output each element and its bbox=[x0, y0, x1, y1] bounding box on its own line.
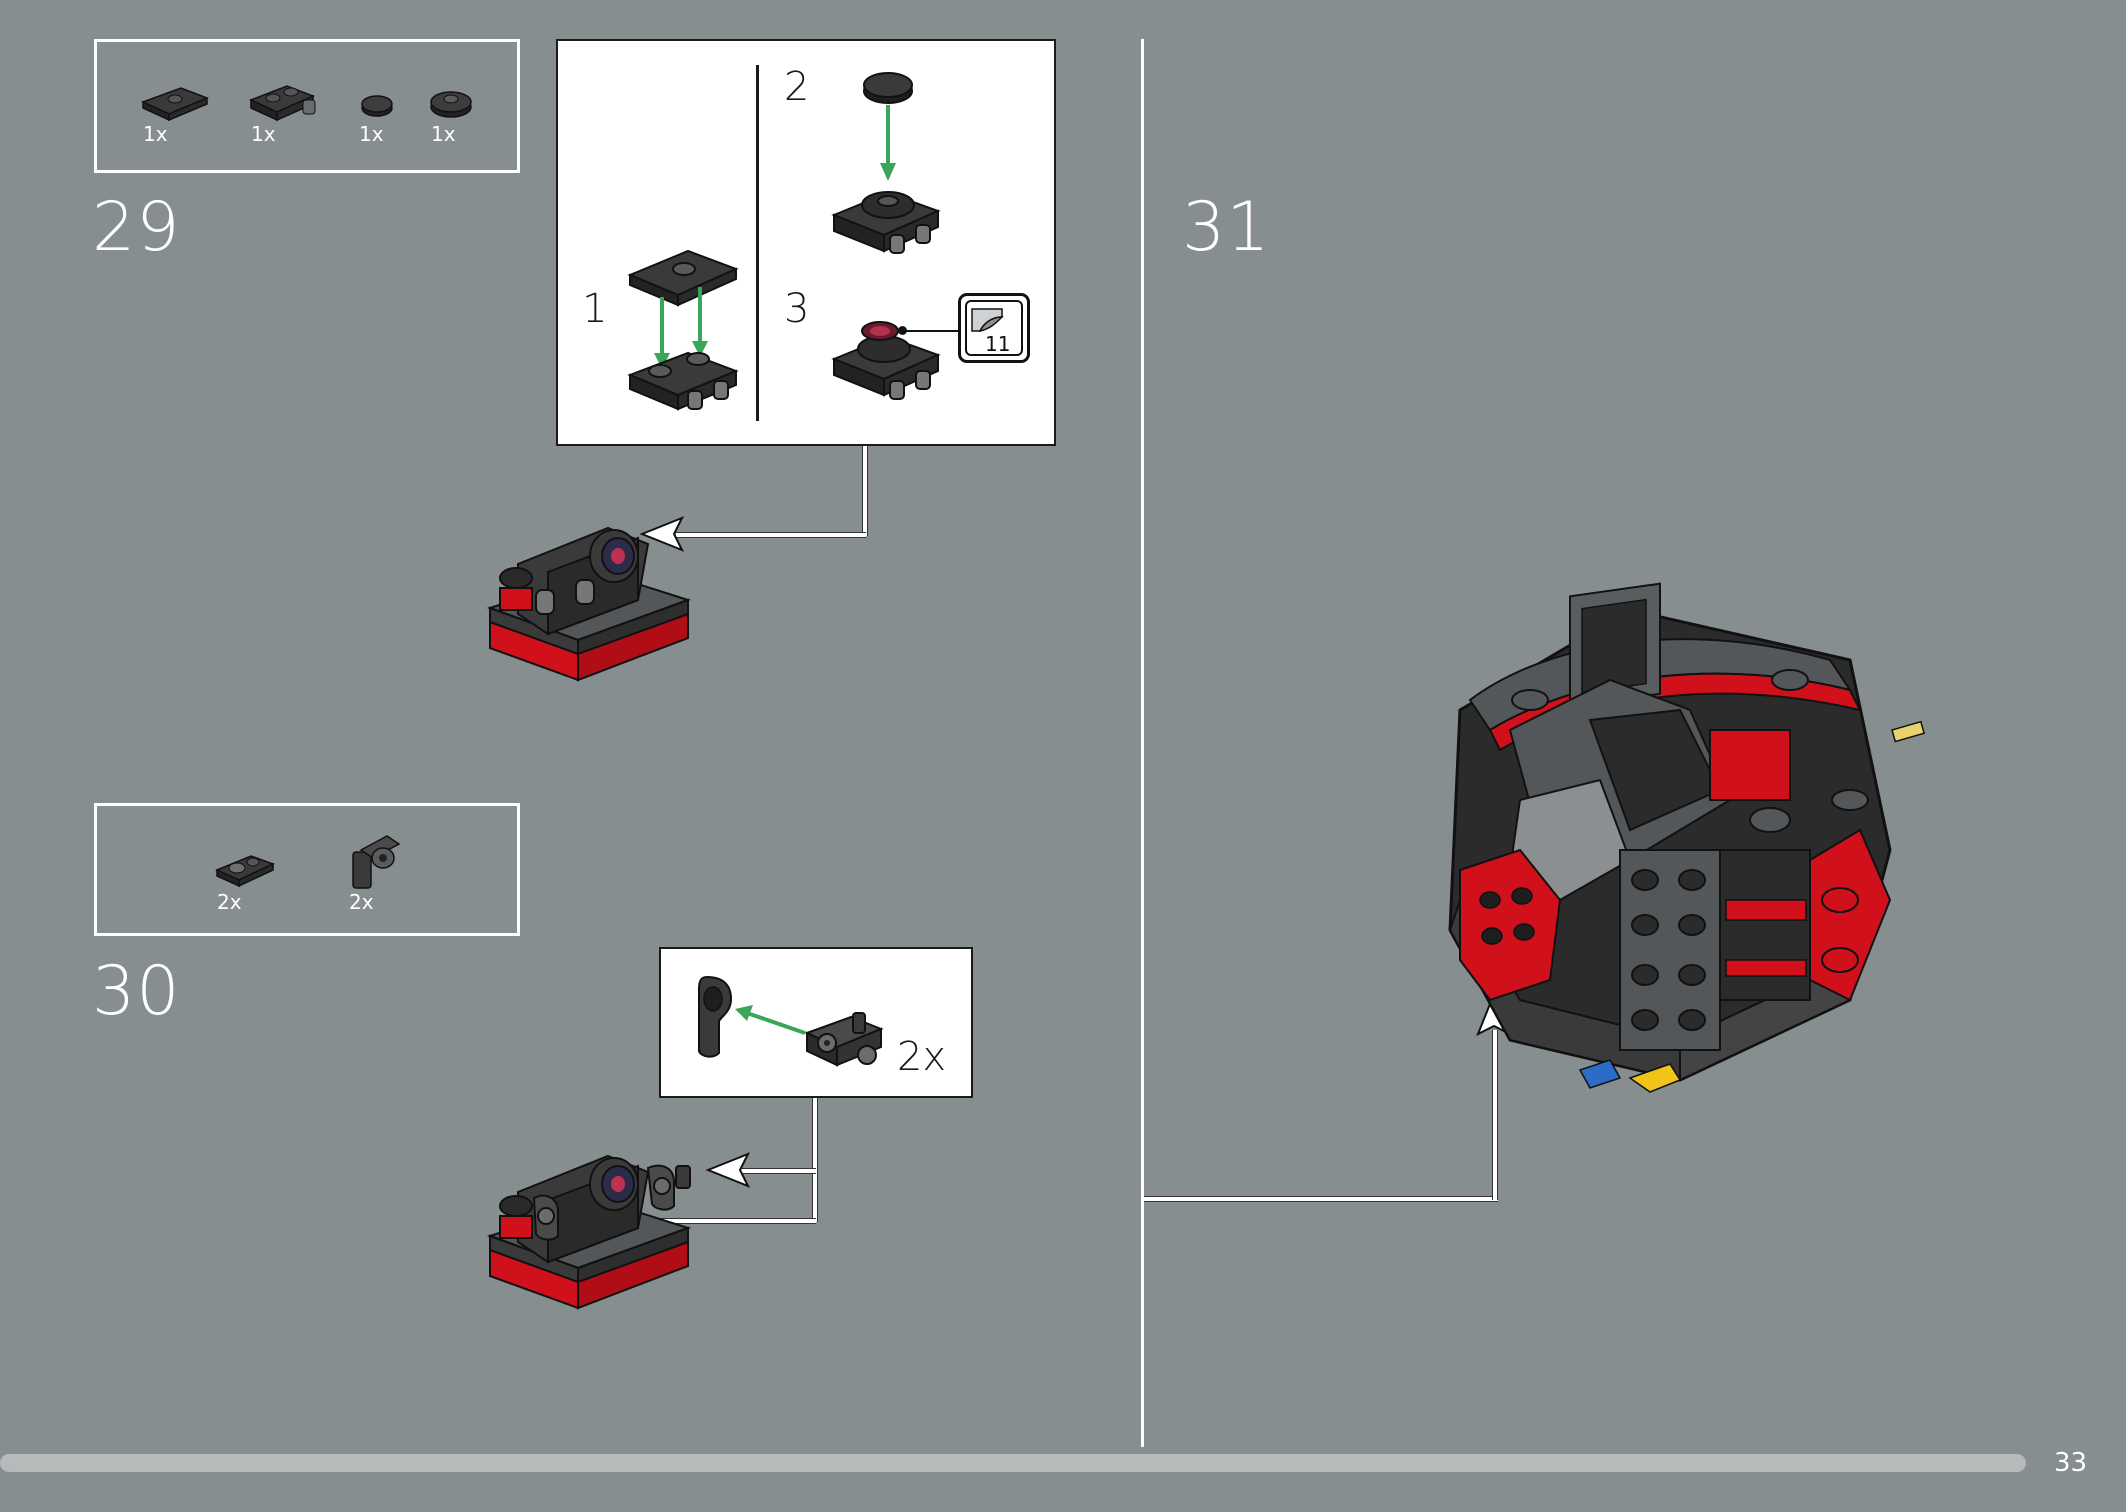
plate-1x2-icon bbox=[141, 87, 210, 122]
step-number: 30 bbox=[92, 952, 181, 1031]
round-plate-icon bbox=[430, 91, 472, 118]
part-qty: 2x bbox=[349, 890, 374, 914]
substep1-illustration bbox=[627, 249, 739, 411]
callout-connector bbox=[812, 1098, 818, 1222]
callout-connector bbox=[1492, 1030, 1498, 1200]
part-qty: 1x bbox=[143, 122, 168, 146]
callout-connector bbox=[740, 1168, 816, 1174]
substep-number: 2 bbox=[784, 64, 810, 110]
plate-with-clip-icon bbox=[215, 855, 275, 888]
step30-parts-callout: 2x 2x bbox=[94, 803, 520, 936]
part-qty: 1x bbox=[359, 122, 384, 146]
substep2-illustration bbox=[831, 72, 941, 254]
step29-subassembly-panel: 1 2 3 bbox=[556, 39, 1056, 446]
step30-model-illustration bbox=[486, 1154, 692, 1310]
round-tile-icon bbox=[361, 95, 393, 117]
plate-with-clips-icon bbox=[249, 85, 316, 122]
substep-number: 3 bbox=[784, 286, 810, 332]
part-qty: 1x bbox=[431, 122, 456, 146]
sticker-leader-dot bbox=[898, 326, 907, 335]
sticker-curl-icon bbox=[971, 308, 1004, 333]
sticker-inner bbox=[965, 300, 1023, 356]
callout-arrow-icon bbox=[639, 516, 685, 552]
assembly-arrow-icon bbox=[735, 1005, 806, 1035]
step31-model-illustration bbox=[1448, 582, 1926, 1093]
part-qty: 1x bbox=[251, 122, 276, 146]
sticker-number: 11 bbox=[985, 332, 1011, 356]
substep3-illustration bbox=[831, 321, 941, 400]
callout-arrow-icon bbox=[705, 1152, 751, 1188]
step29-model-illustration bbox=[486, 526, 692, 682]
bracket-with-bar-icon bbox=[352, 835, 401, 889]
sticker-leader-line bbox=[902, 330, 964, 332]
page-number: 33 bbox=[2054, 1448, 2088, 1478]
substep-number: 1 bbox=[582, 286, 608, 332]
step29-parts-callout: 1x 1x 1x 1x bbox=[94, 39, 520, 173]
multiplier-label: 2x bbox=[897, 1034, 947, 1080]
panel-divider bbox=[756, 65, 759, 421]
page-divider bbox=[1141, 39, 1144, 1447]
bracket-part-illustration bbox=[804, 1012, 884, 1067]
page-progress-bar bbox=[0, 1454, 2026, 1472]
sticker-badge: 11 bbox=[958, 293, 1030, 363]
callout-connector bbox=[1144, 1196, 1498, 1202]
part-qty: 2x bbox=[217, 890, 242, 914]
callout-connector bbox=[676, 532, 866, 538]
step30-subassembly-panel: 2x bbox=[659, 947, 973, 1098]
step-number: 31 bbox=[1182, 188, 1271, 267]
clip-part-illustration bbox=[698, 975, 733, 1058]
callout-connector bbox=[862, 446, 868, 536]
step-number: 29 bbox=[92, 188, 181, 267]
callout-connector bbox=[636, 1218, 816, 1224]
